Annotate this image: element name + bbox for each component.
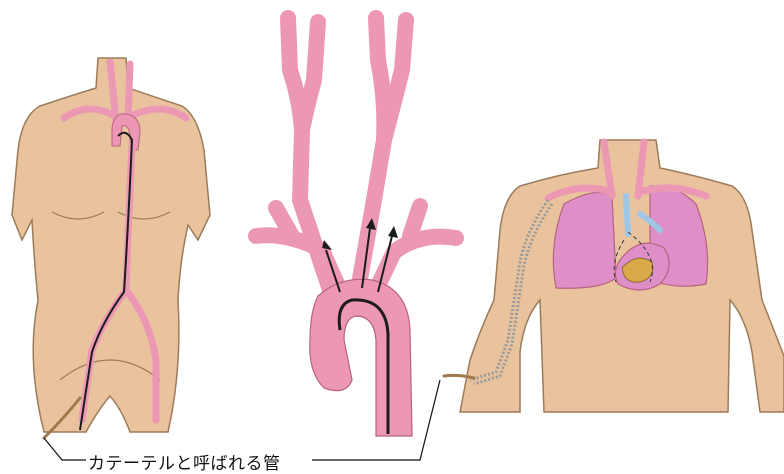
right-chest-figure [444,140,784,412]
aortic-arch-bulb [310,279,412,436]
neck-artery-right [128,64,130,120]
carotid-right-vessel [358,18,384,290]
aortic-arch-enlarged [256,18,456,436]
left-torso-figure [12,58,210,438]
catheter-tube-right [444,375,474,378]
vena-cava [626,196,628,234]
lung-right-side [553,192,616,288]
leader-line-left [44,438,86,460]
subclavian-right-enlarged [376,237,456,290]
vertebral-branch-right [410,206,420,236]
arrow-icon [388,226,398,238]
catheter-caption: カテーテルと呼ばれる管 [86,449,283,474]
carotid-left-branch [302,22,318,130]
